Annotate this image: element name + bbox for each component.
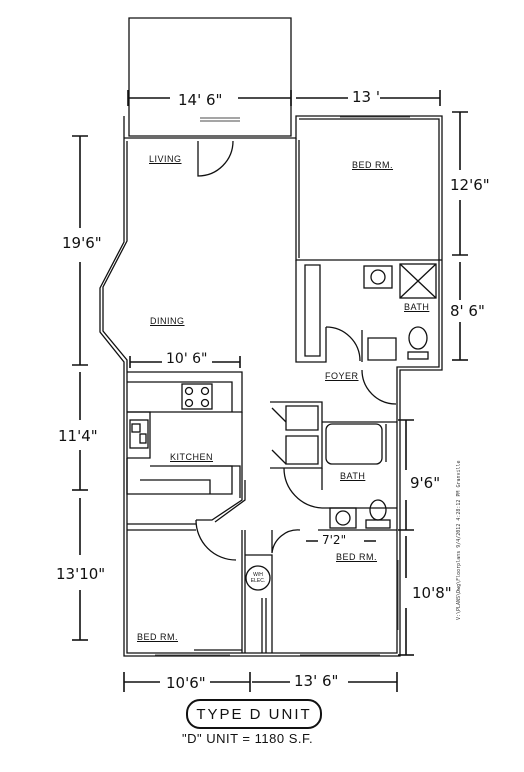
patio-outline bbox=[128, 17, 292, 137]
dim-bottom-right: 13' 6" bbox=[294, 672, 339, 690]
room-label-bed-right: BED RM. bbox=[336, 552, 378, 562]
room-label-foyer: FOYER bbox=[325, 371, 359, 381]
dim-top-left: 14' 6" bbox=[178, 91, 223, 109]
room-label-bath-top: BATH bbox=[404, 302, 430, 312]
room-label-bath-mid: BATH bbox=[340, 471, 366, 481]
plan-subtitle: "D" UNIT = 1180 S.F. bbox=[182, 731, 314, 746]
dim-top-right: 13 ' bbox=[352, 88, 380, 106]
file-path-note: V:\PLANS\Dwg\Floorplans 9/4/2012 4:28:12… bbox=[456, 460, 462, 620]
room-label-wh-elec: W/H ELEC. bbox=[250, 572, 266, 584]
room-label-dining: DINING bbox=[150, 316, 185, 326]
room-label-bed-left: BED RM. bbox=[137, 632, 179, 642]
dim-right-mid: 9'6" bbox=[410, 474, 441, 492]
dim-bottom-left: 10'6" bbox=[166, 674, 206, 692]
dim-kitchen-width: 10' 6" bbox=[166, 351, 208, 367]
dim-right-lower: 10'8" bbox=[412, 584, 452, 602]
outer-wall bbox=[99, 115, 443, 657]
dim-left-upper: 19'6" bbox=[62, 234, 102, 252]
dim-right-upper: 12'6" bbox=[450, 176, 490, 194]
room-label-kitchen: KITCHEN bbox=[170, 452, 214, 462]
room-label-living: LIVING bbox=[149, 154, 182, 164]
dim-left-mid: 11'4" bbox=[58, 427, 98, 445]
dim-right-bath: 8' 6" bbox=[450, 302, 485, 320]
dim-left-lower: 13'10" bbox=[56, 565, 106, 583]
plan-title: TYPE D UNIT bbox=[186, 699, 322, 729]
room-label-bed-top: BED RM. bbox=[352, 160, 394, 170]
dim-bed-right-width: 7'2" bbox=[322, 533, 347, 547]
